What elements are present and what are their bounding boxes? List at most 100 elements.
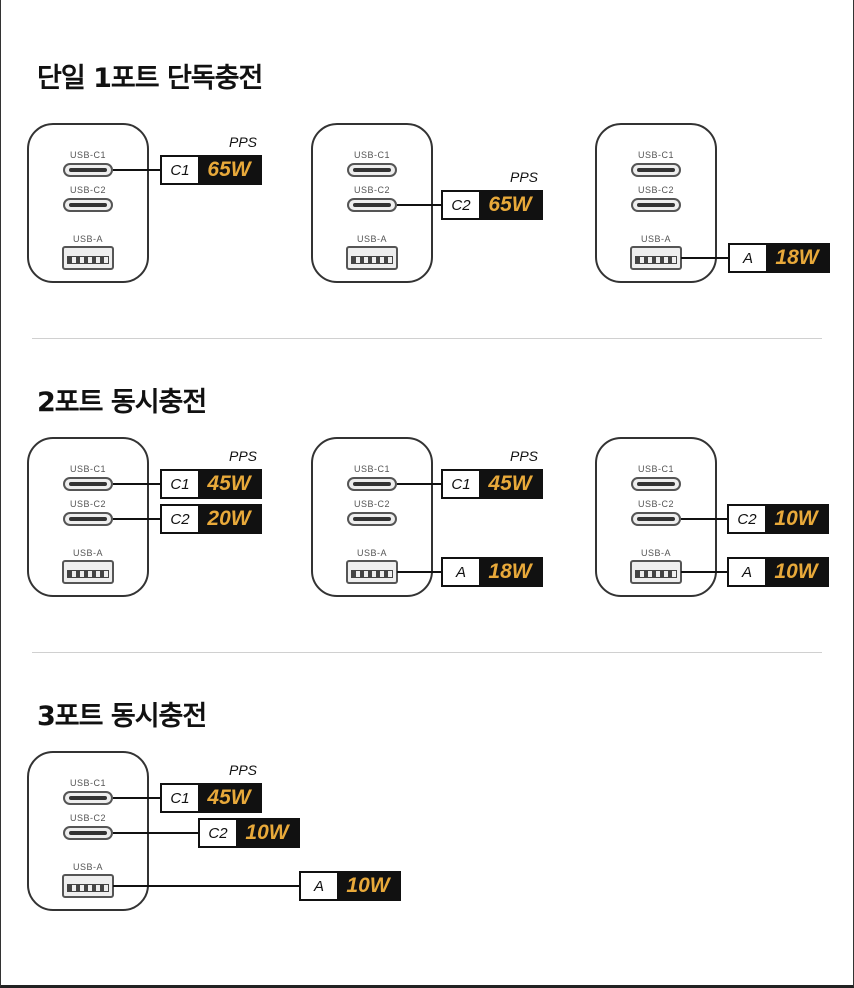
port-label-c1: USB-C1 (69, 150, 106, 160)
badge-port-label: C1 (162, 157, 198, 183)
connector-line (113, 885, 299, 887)
usb-a-port-icon (346, 560, 398, 584)
pps-label: PPS (510, 169, 539, 185)
connector-line (113, 832, 198, 834)
badge-wattage: 65W (479, 192, 541, 218)
section-divider (32, 338, 822, 339)
connector-line (397, 571, 441, 573)
usb-a-port-icon (346, 246, 398, 270)
badge-port-label: A (730, 245, 766, 271)
port-label-c1: USB-C1 (69, 464, 106, 474)
usb-c-port-icon (631, 512, 681, 526)
port-label-c1: USB-C1 (69, 778, 106, 788)
badge-wattage: 45W (198, 471, 260, 497)
usb-c-port-icon (63, 791, 113, 805)
connector-line (113, 169, 160, 171)
port-label-c1: USB-C1 (353, 464, 390, 474)
usb-c-port-icon (347, 198, 397, 212)
badge-wattage: 10W (337, 873, 399, 899)
usb-a-port-icon (62, 560, 114, 584)
usb-c-port-icon (63, 826, 113, 840)
connector-line (681, 257, 728, 259)
usb-c-port-icon (347, 512, 397, 526)
usb-c-port-icon (63, 163, 113, 177)
badge-port-label: A (443, 559, 479, 585)
section-divider (32, 652, 822, 653)
pps-label: PPS (510, 448, 539, 464)
usb-c-port-icon (347, 477, 397, 491)
badge-port-label: A (301, 873, 337, 899)
port-label-c1: USB-C1 (353, 150, 390, 160)
badge-port-label: C2 (443, 192, 479, 218)
port-label-c2: USB-C2 (637, 499, 674, 509)
port-label-c2: USB-C2 (69, 185, 106, 195)
badge-wattage: 10W (236, 820, 298, 846)
usb-c-port-icon (63, 198, 113, 212)
pps-label: PPS (229, 448, 258, 464)
badge-wattage: 45W (479, 471, 541, 497)
connector-line (113, 483, 160, 485)
port-label-c2: USB-C2 (69, 813, 106, 823)
connector-line (681, 518, 727, 520)
port-label-c2: USB-C2 (69, 499, 106, 509)
connector-line (397, 204, 441, 206)
usb-a-port-icon (62, 246, 114, 270)
badge-wattage: 20W (198, 506, 260, 532)
port-label-c2: USB-C2 (353, 499, 390, 509)
port-label-a: USB-A (640, 548, 671, 558)
badge-port-label: A (729, 559, 765, 585)
port-label-c1: USB-C1 (637, 150, 674, 160)
badge-wattage: 10W (765, 506, 827, 532)
pps-label: PPS (229, 762, 258, 778)
port-label-a: USB-A (72, 548, 103, 558)
badge-wattage: 18W (766, 245, 828, 271)
pps-label: PPS (229, 134, 258, 150)
port-label-c2: USB-C2 (353, 185, 390, 195)
badge-port-label: C2 (729, 506, 765, 532)
connector-line (113, 797, 160, 799)
connector-line (681, 571, 727, 573)
port-label-c1: USB-C1 (637, 464, 674, 474)
port-label-a: USB-A (72, 234, 103, 244)
badge-port-label: C1 (162, 471, 198, 497)
port-label-c2: USB-C2 (637, 185, 674, 195)
badge-wattage: 45W (198, 785, 260, 811)
usb-c-port-icon (631, 163, 681, 177)
badge-wattage: 65W (198, 157, 260, 183)
port-label-a: USB-A (640, 234, 671, 244)
usb-c-port-icon (63, 477, 113, 491)
usb-a-port-icon (62, 874, 114, 898)
port-label-a: USB-A (356, 234, 387, 244)
section-title: 단일 1포트 단독충전 (37, 63, 263, 94)
usb-c-port-icon (347, 163, 397, 177)
usb-c-port-icon (631, 198, 681, 212)
usb-a-port-icon (630, 560, 682, 584)
badge-port-label: C2 (162, 506, 198, 532)
port-label-a: USB-A (356, 548, 387, 558)
badge-wattage: 10W (765, 559, 827, 585)
port-label-a: USB-A (72, 862, 103, 872)
usb-c-port-icon (631, 477, 681, 491)
section-title: 3포트 동시충전 (37, 701, 207, 732)
usb-c-port-icon (63, 512, 113, 526)
badge-port-label: C1 (162, 785, 198, 811)
connector-line (397, 483, 441, 485)
section-title: 2포트 동시충전 (37, 387, 207, 418)
